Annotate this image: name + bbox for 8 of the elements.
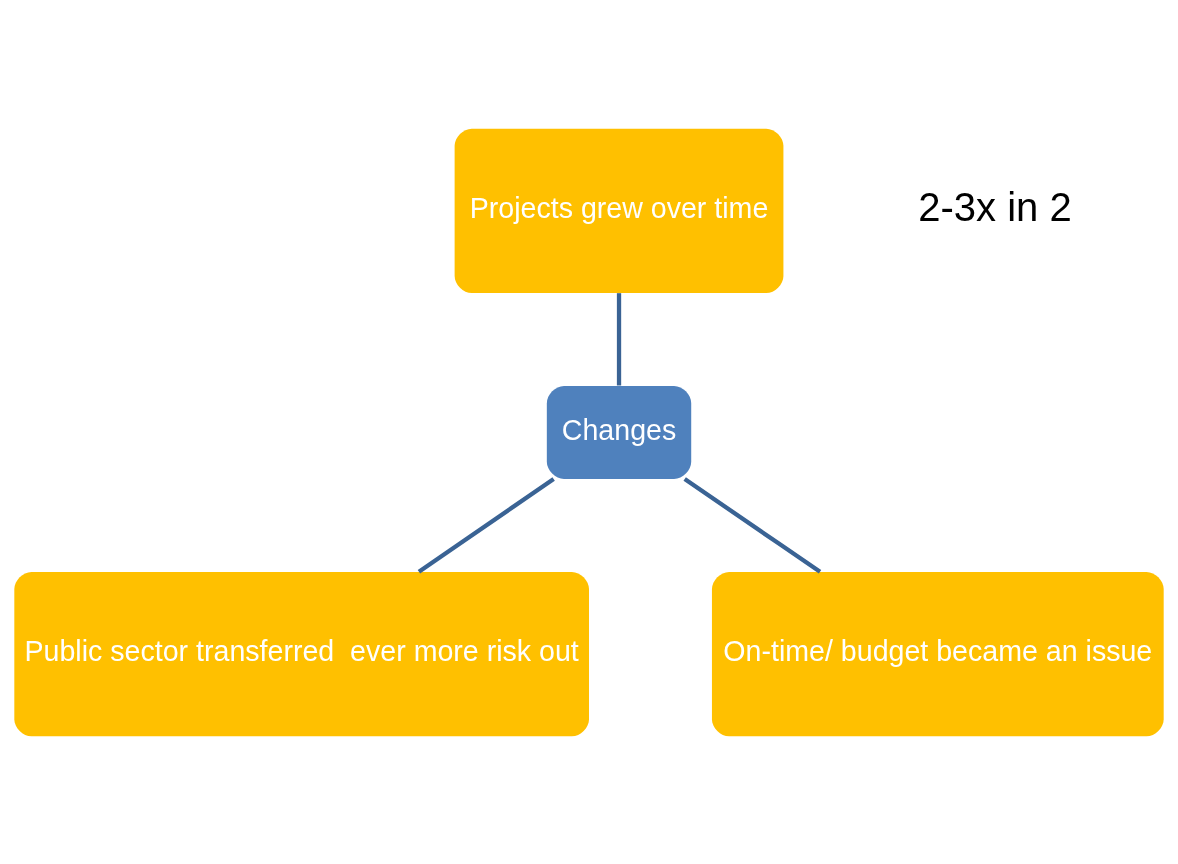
node-box: On-time/ budget became an issue [711, 571, 1164, 736]
label: 2-3x in 2 [918, 184, 1072, 229]
connector [683, 476, 822, 574]
connector [417, 476, 555, 574]
node-box: Changes [546, 385, 692, 479]
node-box: Public sector transferred ever more risk out [14, 571, 589, 736]
connector [616, 292, 622, 385]
node-box: Projects grew over time [454, 128, 784, 293]
